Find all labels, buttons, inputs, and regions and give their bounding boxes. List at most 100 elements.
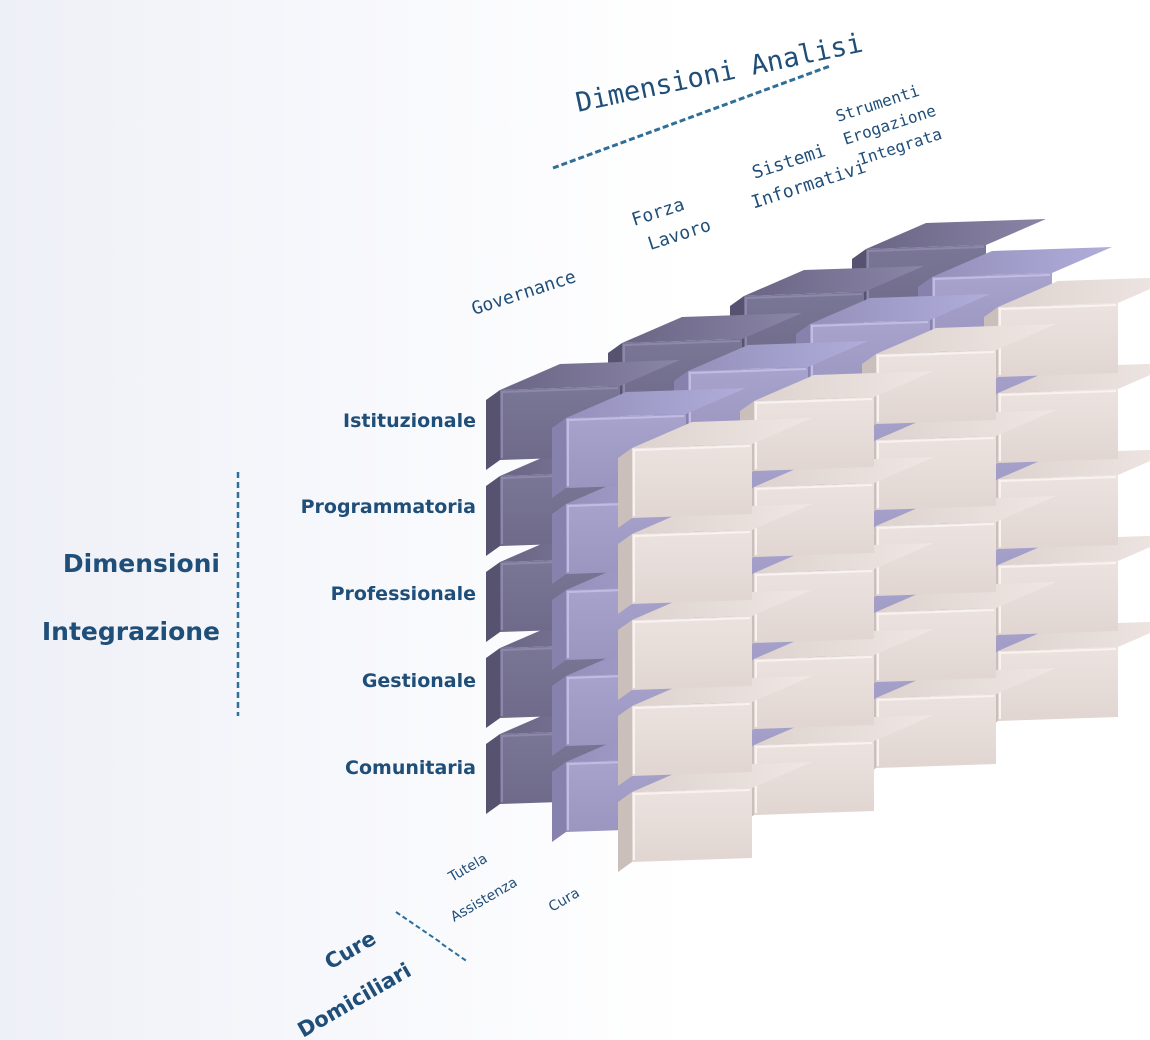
cube-front-face <box>876 694 996 768</box>
cube-highlight <box>877 351 995 422</box>
analysis-column-strumenti-erogazione-integrata: Strumenti Erogazione Integrata <box>833 75 954 171</box>
integration-row-gestionale: Gestionale <box>362 670 476 692</box>
cube-front-face <box>998 389 1118 463</box>
integration-row-professionale: Professionale <box>331 583 476 605</box>
cube-front-face <box>754 741 874 815</box>
analysis-column-governance: Governance <box>469 266 579 319</box>
cube-front-r1-c4 <box>984 277 1150 387</box>
cube-side-face <box>552 762 566 842</box>
cube-front-face <box>632 444 752 518</box>
cube-highlight <box>755 398 873 469</box>
cube-front-face <box>876 436 996 510</box>
cube-side-face <box>486 390 500 470</box>
cube-top-face <box>632 418 812 448</box>
cube-highlight <box>999 304 1117 375</box>
cube-top-face <box>632 676 812 706</box>
care-title-line1: Cure <box>321 926 381 974</box>
cube-side-face <box>486 734 500 814</box>
cube-highlight <box>755 484 873 555</box>
cube-side-face <box>552 418 566 498</box>
cube-front-face <box>632 530 752 604</box>
cube-top-face <box>754 457 934 487</box>
cube-top-face <box>932 247 1112 277</box>
cube-top-face <box>876 324 1056 354</box>
cube-highlight <box>633 617 751 688</box>
cube-top-face <box>632 762 812 792</box>
cube-front-r2-c2 <box>740 457 934 567</box>
care-dashed-line-2 <box>441 943 469 963</box>
care-layer-cura: Cura <box>546 885 583 915</box>
analysis-title: Dimensioni Analisi <box>573 28 866 119</box>
cube-highlight <box>999 562 1117 633</box>
cube-highlight <box>567 415 685 486</box>
cube-top-face <box>876 582 1056 612</box>
cube-front-face <box>998 647 1118 721</box>
cube-side-face <box>552 590 566 670</box>
cube-top-face <box>622 313 802 343</box>
cube-front-face <box>632 788 752 862</box>
cube-highlight <box>867 246 985 317</box>
cube-grid <box>486 219 1150 872</box>
integration-row-comunitaria: Comunitaria <box>345 757 476 779</box>
cube-top-face <box>998 277 1150 307</box>
cube-highlight <box>755 570 873 641</box>
cube-top-face <box>566 388 746 418</box>
cube-front-r4-c1 <box>618 676 812 786</box>
analysis-column-forza-lavoro: Forza Lavoro <box>629 188 714 257</box>
cube-side-face <box>618 534 632 614</box>
care-dashed-line-1 <box>395 911 441 943</box>
cube-top-face <box>810 294 990 324</box>
integration-title-line2: Integrazione <box>42 617 220 646</box>
cube-side-face <box>618 706 632 786</box>
cube-highlight <box>877 609 995 680</box>
cube-highlight <box>623 340 741 411</box>
cube-highlight <box>877 695 995 766</box>
cube-front-face <box>754 397 874 471</box>
cube-top-face <box>754 715 934 745</box>
cube-highlight <box>633 703 751 774</box>
cube-highlight <box>933 274 1051 345</box>
cube-side-face <box>618 792 632 872</box>
cube-top-face <box>632 590 812 620</box>
cube-highlight <box>999 648 1117 719</box>
cube-highlight <box>999 390 1117 461</box>
cube-top-face <box>876 410 1056 440</box>
cube-side-face <box>486 562 500 642</box>
cube-front-face <box>632 616 752 690</box>
cube-front-r3-c1 <box>618 590 812 700</box>
cube-highlight <box>501 387 619 458</box>
cube-side-face <box>486 648 500 728</box>
cube-side-face <box>486 476 500 556</box>
cube-top-face <box>866 219 1046 249</box>
cube-highlight <box>811 321 929 392</box>
analysis-dashed-line <box>552 64 831 170</box>
cube-highlight <box>633 531 751 602</box>
cube-highlight <box>689 368 807 439</box>
cube-front-face <box>876 608 996 682</box>
care-title-line2: Domiciliari <box>294 958 416 1040</box>
cube-front-face <box>754 483 874 557</box>
cube-front-face <box>754 569 874 643</box>
cube-top-face <box>632 504 812 534</box>
cube-highlight <box>633 789 751 860</box>
cube-top-face <box>688 341 868 371</box>
integration-row-istituzionale: Istituzionale <box>343 410 476 432</box>
cube-highlight <box>755 656 873 727</box>
cube-top-face <box>744 266 924 296</box>
cube-top-face <box>754 629 934 659</box>
cube-top-face <box>500 360 680 390</box>
cube-side-face <box>618 620 632 700</box>
cube-front-face <box>876 522 996 596</box>
cube-side-face <box>552 504 566 584</box>
cube-front-r5-c1 <box>618 762 812 872</box>
integration-title-line1: Dimensioni <box>63 549 220 578</box>
cube-highlight <box>755 742 873 813</box>
cube-front-r4-c2 <box>740 629 934 739</box>
cube-front-face <box>754 655 874 729</box>
cube-front-face <box>632 702 752 776</box>
cube-highlight <box>999 476 1117 547</box>
cube-side-face <box>618 448 632 528</box>
cube-highlight <box>745 293 863 364</box>
cube-front-r1-c1 <box>618 418 812 528</box>
care-layer-tutela: Tutela <box>445 851 490 886</box>
